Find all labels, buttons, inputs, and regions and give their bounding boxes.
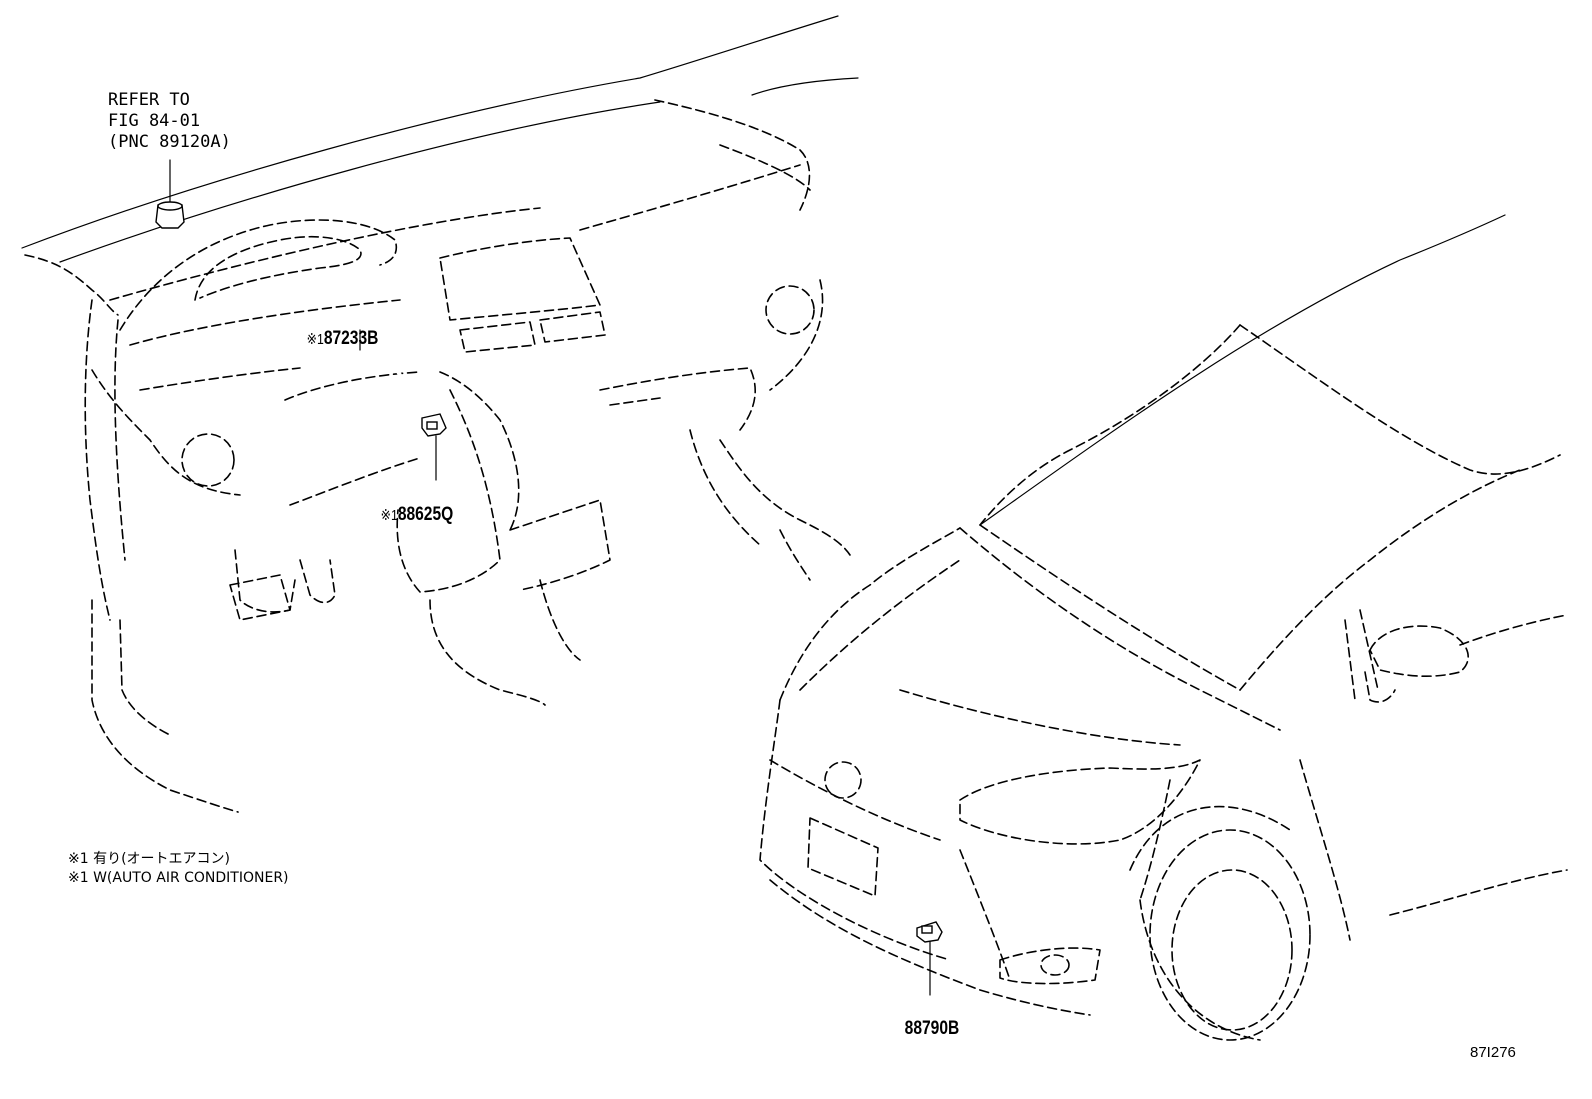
callout-87233b-mark: ※1 — [306, 331, 324, 348]
callout-87233b-part-number: 87233B — [323, 328, 379, 349]
footnote-japanese: ※1 有り(オートエアコン) — [68, 851, 231, 867]
callout-87233b[interactable]: ※187233B — [298, 306, 379, 350]
callout-88790b[interactable]: 88790B — [896, 996, 960, 1040]
footnote-english: ※1 W(AUTO AIR CONDITIONER) — [68, 870, 289, 886]
callout-88790b-part-number: 88790B — [904, 1018, 960, 1039]
part-88790b — [916, 921, 943, 996]
refer-note-line2: FIG 84-01 — [108, 111, 201, 131]
part-88625q — [421, 413, 447, 481]
vehicle-outline — [759, 214, 1568, 1041]
callout-88625q-part-number: 88625Q — [397, 504, 454, 525]
part-89120a — [155, 159, 185, 229]
dashboard-outline — [21, 15, 859, 813]
refer-note-line1: REFER TO — [108, 90, 190, 110]
illustration-number: 87I276 — [1470, 1044, 1516, 1061]
part-87233b — [328, 329, 412, 397]
callout-88625q-mark: ※1 — [380, 507, 398, 524]
callout-88625q[interactable]: ※188625Q — [372, 482, 454, 526]
refer-note-line3: (PNC 89120A) — [108, 132, 231, 152]
